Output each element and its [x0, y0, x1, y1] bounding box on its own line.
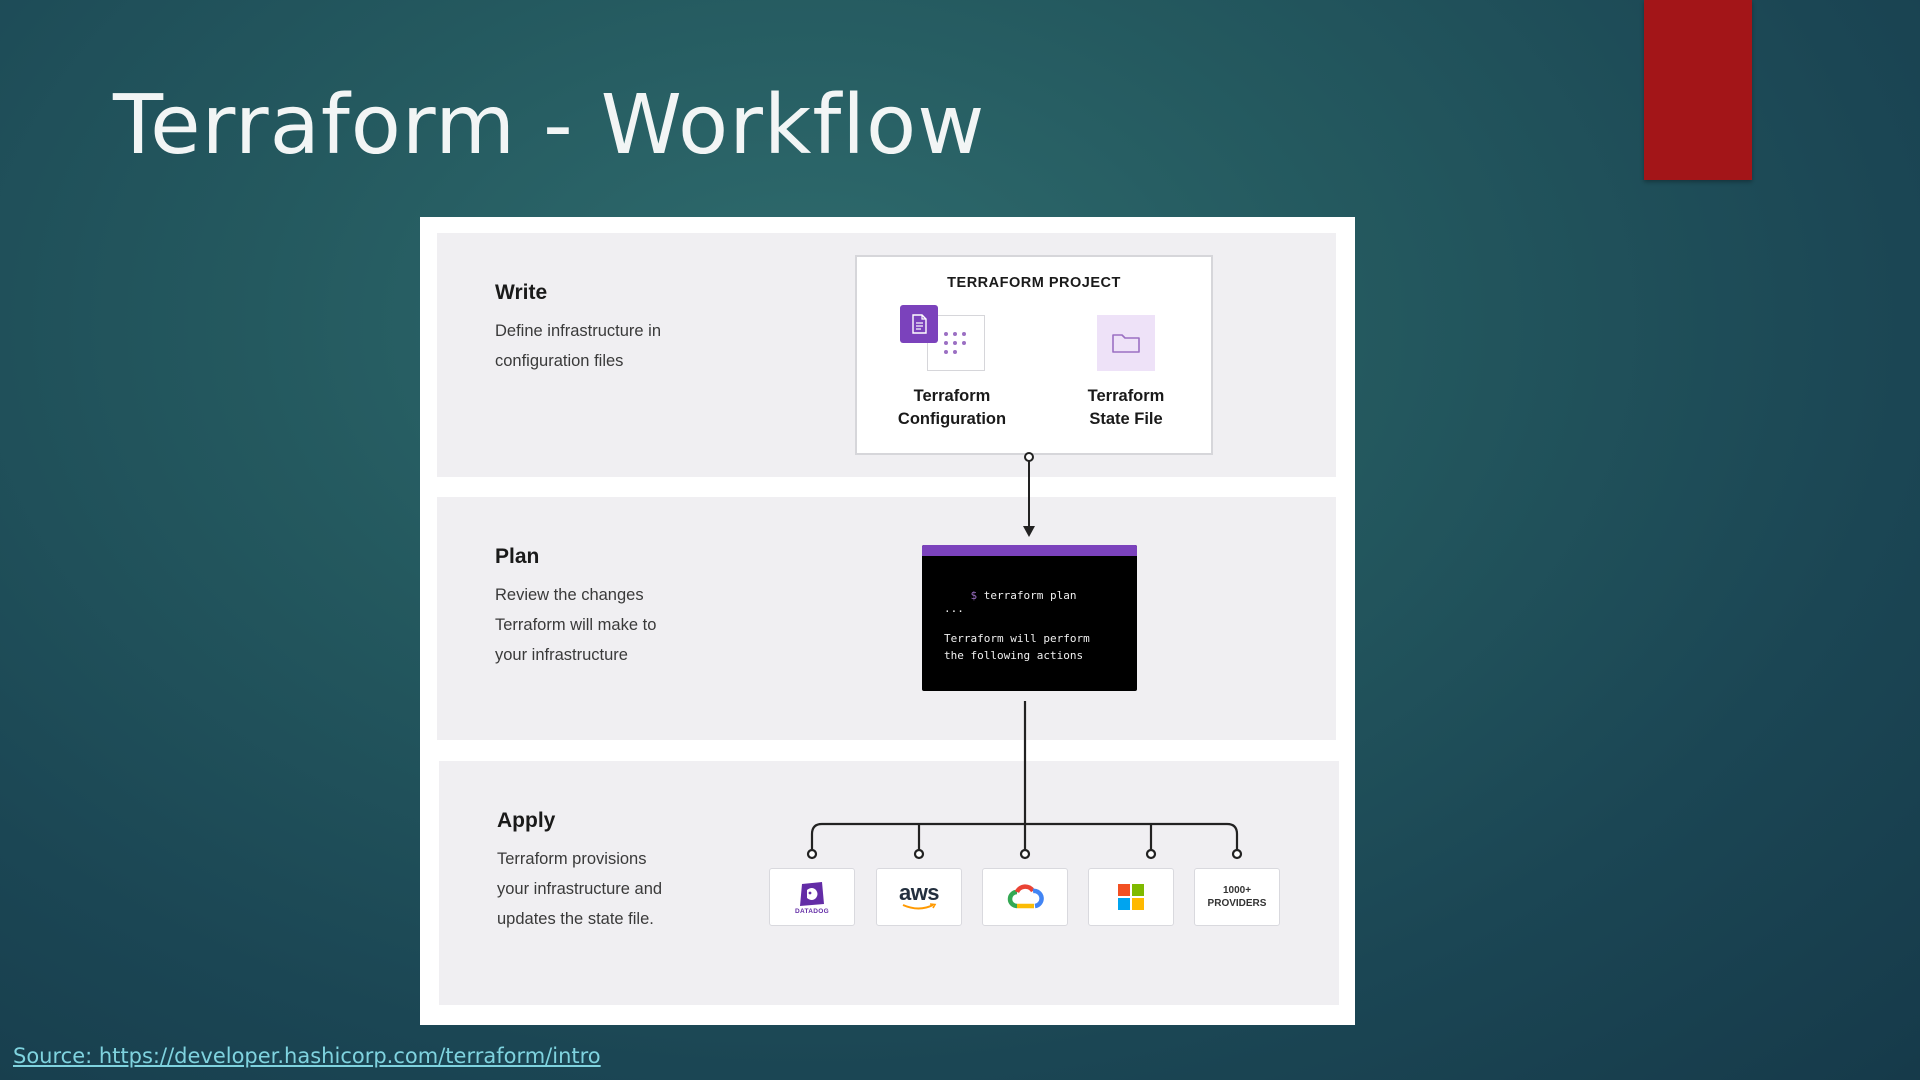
accent-bar: [1644, 0, 1752, 180]
config-dots-icon: [944, 330, 970, 356]
plan-to-apply-tree: [806, 701, 1243, 860]
write-to-plan-arrow: [1023, 452, 1035, 537]
folder-icon: [1097, 315, 1155, 371]
terraform-configuration-label: Terraform Configuration: [897, 387, 1007, 428]
terminal-ellipsis: ...: [944, 602, 964, 615]
terminal-command: terraform plan: [983, 589, 1077, 602]
stage-title-write: Write: [495, 281, 548, 304]
datadog-label: DATADOG: [795, 907, 829, 915]
project-title: TERRAFORM PROJECT: [947, 275, 1121, 291]
config-file-card: [927, 315, 985, 371]
provider-more: 1000+ PROVIDERS: [1194, 868, 1280, 926]
provider-datadog: DATADOG: [769, 868, 855, 926]
terminal-output-line-1: Terraform will perform: [944, 632, 1090, 645]
slide-title: Terraform - Workflow: [113, 78, 986, 173]
stage-plan: Plan Review the changes Terraform will m…: [437, 497, 1336, 740]
source-link[interactable]: Source: https://developer.hashicorp.com/…: [13, 1044, 601, 1068]
provider-google-cloud: [982, 868, 1068, 926]
provider-aws: aws: [876, 868, 962, 926]
document-icon: [900, 305, 938, 343]
terminal-title-bar: [922, 545, 1137, 556]
aws-logo-text: aws: [898, 880, 940, 905]
terraform-project-box: TERRAFORM PROJECT Terraform Configuratio…: [855, 255, 1213, 455]
aws-smile-icon: [902, 903, 937, 910]
terminal-output-line-2: the following actions: [944, 649, 1084, 662]
stage-desc-apply: Terraform provisions your infrastructure…: [497, 850, 663, 928]
stage-title-plan: Plan: [495, 545, 540, 568]
terminal-window: $ terraform plan ... Terraform will perf…: [922, 545, 1137, 691]
stage-title-apply: Apply: [497, 809, 556, 832]
stage-desc-write: Define infrastructure in configuration f…: [495, 322, 661, 370]
microsoft-logo-icon: [1118, 884, 1144, 910]
terminal-prompt: $: [970, 589, 978, 602]
terraform-state-file-label: Terraform State File: [1087, 387, 1165, 428]
terminal-command-line: $ terraform plan: [944, 570, 1077, 621]
datadog-logo-icon: [800, 881, 824, 906]
stage-desc-plan: Review the changes Terraform will make t…: [495, 586, 657, 664]
google-cloud-logo-icon: [1007, 884, 1044, 909]
providers-count-label: 1000+ PROVIDERS: [1207, 885, 1267, 909]
provider-microsoft: [1088, 868, 1174, 926]
